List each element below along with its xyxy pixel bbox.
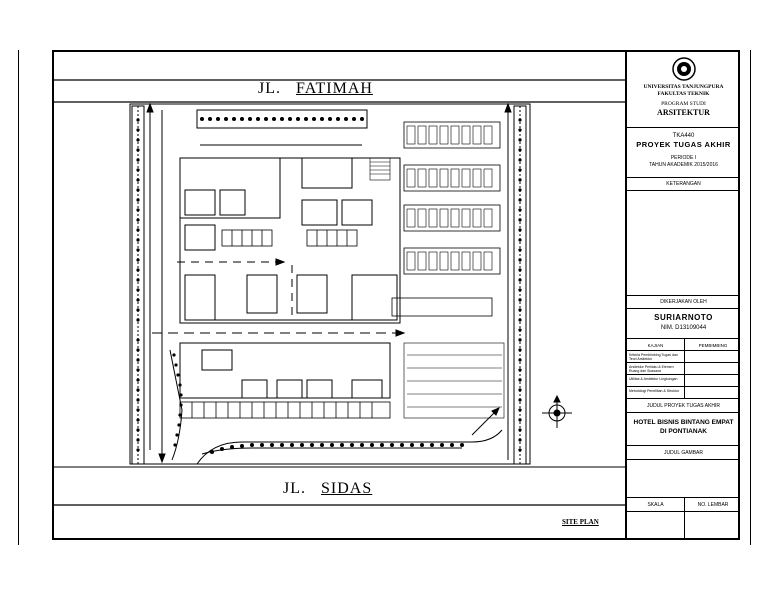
tb-project-title-header: JUDUL PROYEK TUGAS AKHIR [627,399,740,413]
tb-scale-divider [684,498,685,538]
tb-program: PROGRAM STUDI [661,101,706,107]
tb-notes-area [627,191,740,296]
street-label-bottom: JL. SIDAS [283,480,372,498]
right-guide-line [750,50,751,545]
site-plan-drawing [52,79,625,506]
tb-drawing-title-header-text: JUDUL GAMBAR [664,450,703,456]
tb-academic-year: TAHUN AKADEMIK 2015/2016 [649,162,718,168]
street-bottom-name: SIDAS [321,480,373,497]
university-logo-icon [672,57,696,81]
tb-review-row-4: Metodologi Penelitian & Struktur [627,387,740,399]
left-guide-line [18,50,19,545]
tb-review-row-1: Kriteria Pembimbing Tugas dan Teori Arsi… [627,351,740,363]
street-label-top: JL. FATIMAH [258,80,373,98]
tb-drawing-title-area [627,460,740,498]
tb-review-row-4-text: Metodologi Penelitian & Struktur [629,389,679,393]
tb-review-row-1-text: Kriteria Pembimbing Tugas dan Teori Arsi… [629,353,678,361]
tb-course-section: TKA440 PROYEK TUGAS AKHIR PERIODE I TAHU… [627,128,740,178]
tb-kajian-header: KAJIAN [647,343,664,348]
tb-header-section: UNIVERSITAS TANJUNGPURA FAKULTAS TEKNIK … [627,50,740,128]
tb-student-name: SURIARNOTO [654,313,713,322]
tb-worked-by-text: DIKERJAKAN OLEH [660,299,707,305]
compass-icon [542,394,572,428]
tb-student-id: NIM. D13109044 [660,325,707,331]
tb-notes-header: KETERANGAN [627,178,740,191]
tb-course-code: TKA440 [672,133,695,139]
tb-sheet-no-header: NO. LEMBAR [697,502,729,508]
tb-student-section: SURIARNOTO NIM. D13109044 [627,309,740,339]
tb-review-divider [684,339,685,399]
title-block: UNIVERSITAS TANJUNGPURA FAKULTAS TEKNIK … [625,50,740,540]
tb-worked-by-header: DIKERJAKAN OLEH [627,296,740,309]
tb-notes-header-text: KETERANGAN [666,181,701,187]
site-plan-label: SITE PLAN [562,518,599,526]
tb-drawing-title-header: JUDUL GAMBAR [627,446,740,460]
tb-review-row-3-text: Utilitas & Arsitektur Lingkungan [629,377,678,381]
tb-review-row-2-text: Arsitektur Perilaku & Elemen Ruang dan S… [629,365,674,373]
street-bottom-prefix: JL. [283,480,306,497]
tb-department: ARSITEKTUR [657,108,710,117]
tb-scale-header: SKALA [647,502,664,508]
tb-project-title-line2: DI PONTIANAK [660,428,707,435]
tb-pembimbing-header: PEMBIMBING [698,343,728,348]
tb-faculty: FAKULTAS TEKNIK [657,91,710,97]
tb-period: PERIODE I [670,155,697,161]
street-top-prefix: JL. [258,80,281,97]
tb-review-row-2: Arsitektur Perilaku & Elemen Ruang dan S… [627,363,740,375]
street-top-name: FATIMAH [296,80,373,97]
tb-university: UNIVERSITAS TANJUNGPURA [643,84,724,90]
tb-review-header: KAJIAN PEMBIMBING [627,339,740,399]
tb-scale-row: SKALA NO. LEMBAR [627,498,740,538]
tb-review-row-3: Utilitas & Arsitektur Lingkungan [627,375,740,387]
tb-project-title: HOTEL BISNIS BINTANG EMPAT DI PONTIANAK [627,413,740,446]
tb-course-name: PROYEK TUGAS AKHIR [636,140,731,149]
tb-project-title-line1: HOTEL BISNIS BINTANG EMPAT [633,419,734,426]
tb-project-title-header-text: JUDUL PROYEK TUGAS AKHIR [646,403,721,409]
